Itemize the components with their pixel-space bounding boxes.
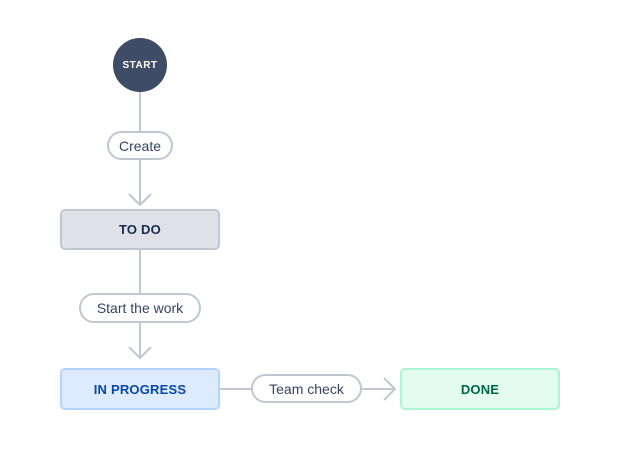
arrow-down-icon <box>128 346 152 359</box>
transition-label: Start the work <box>96 300 184 316</box>
status-node-todo[interactable]: TO DO <box>60 209 220 250</box>
status-label: TO DO <box>119 222 161 237</box>
status-node-done[interactable]: DONE <box>400 368 560 410</box>
status-label: IN PROGRESS <box>93 381 187 397</box>
transition-label: Team check <box>269 380 344 397</box>
status-node-in-progress[interactable]: IN PROGRESS <box>60 368 220 410</box>
transition-create[interactable]: Create <box>107 131 173 160</box>
start-node-label: START <box>122 59 158 71</box>
status-node-start[interactable]: START <box>113 38 167 92</box>
status-label: DONE <box>460 381 500 397</box>
arrow-right-icon <box>383 377 396 401</box>
arrow-down-icon <box>128 193 152 206</box>
transition-team-check[interactable]: Team check <box>251 374 362 403</box>
transition-label: Create <box>118 137 162 154</box>
transition-start-the-work[interactable]: Start the work <box>79 293 201 323</box>
